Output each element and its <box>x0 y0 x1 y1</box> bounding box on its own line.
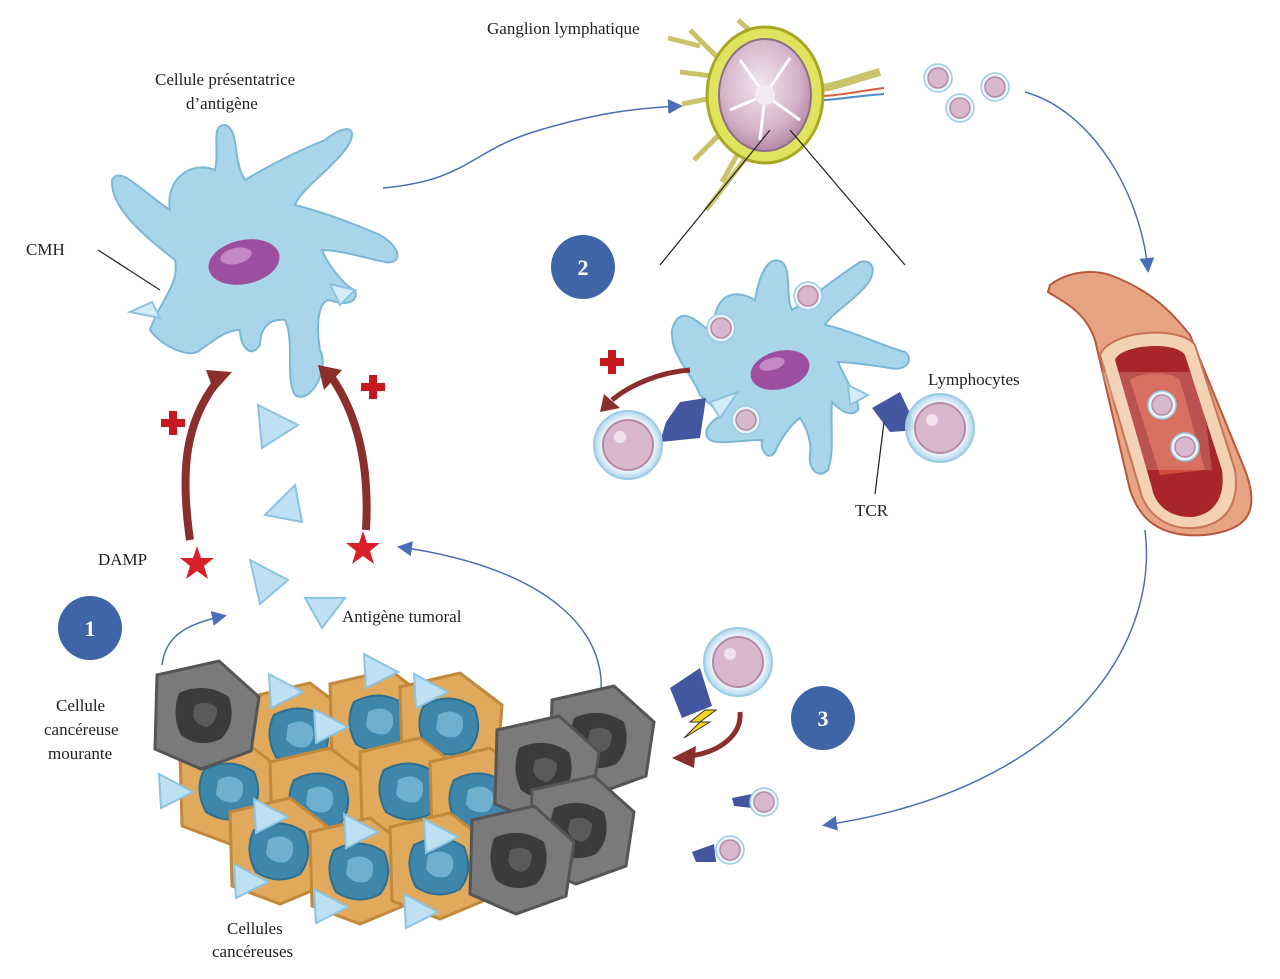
svg-text:3: 3 <box>818 706 829 731</box>
effector-lymphocyte <box>703 627 773 697</box>
damp-arrowhead-left <box>206 370 232 392</box>
apc-synapse <box>670 259 910 475</box>
step-3-badge: 3 <box>791 686 855 750</box>
kill-arrowhead <box>672 746 696 768</box>
vessel-to-tumor-arrow <box>822 529 1148 831</box>
plus-icon <box>600 350 624 374</box>
small-lymphocyte <box>715 835 745 865</box>
small-tcr-icon <box>732 794 752 808</box>
cmh-label: CMH <box>26 240 65 259</box>
apc-label-line2: d’antigène <box>186 94 258 113</box>
lymphocyte-left <box>593 410 663 480</box>
activation-arrow <box>610 367 691 402</box>
damp-arrowhead-right <box>318 365 342 390</box>
damp-star-icon <box>180 546 214 579</box>
svg-text:2: 2 <box>578 255 589 280</box>
lymphocytes-label: Lymphocytes <box>928 370 1020 389</box>
small-tcr-icon <box>692 844 716 862</box>
damp-star-icon <box>346 531 380 564</box>
tumor-mass <box>153 653 656 929</box>
tcr-receptor-left <box>660 398 706 442</box>
tcr-receptor-attack <box>670 668 712 718</box>
tumor-antigens <box>248 403 348 630</box>
apc-label-line1: Cellule présentatrice <box>155 70 295 89</box>
cmh-pointer <box>97 249 161 291</box>
small-lymphocyte <box>749 787 779 817</box>
plus-icon <box>161 411 185 435</box>
activation-arrowhead <box>600 394 620 412</box>
dying-cell-label-line2: cancéreuse <box>44 720 119 739</box>
step-1-badge: 1 <box>58 596 122 660</box>
kill-arrow <box>689 711 743 759</box>
node-to-vessel-arrow <box>1024 91 1155 273</box>
tumor-to-damp-arrow <box>397 541 602 701</box>
lymphocyte-right <box>905 393 975 463</box>
damp-label: DAMP <box>98 550 147 569</box>
blood-vessel <box>1046 271 1253 537</box>
apc-to-node-arrow <box>382 99 683 189</box>
cancer-cells-label-line1: Cellules <box>227 919 283 938</box>
plus-icon <box>361 375 385 399</box>
damp-arrow-left <box>181 375 224 541</box>
lymph-node <box>667 18 885 212</box>
lymph-node-label: Ganglion lymphatique <box>487 19 640 38</box>
dying-cell-label-line3: mourante <box>48 744 112 763</box>
lightning-icon <box>683 709 718 739</box>
svg-text:1: 1 <box>85 616 96 641</box>
step-2-badge: 2 <box>551 235 615 299</box>
circulating-lymphocytes <box>923 63 1010 123</box>
tumor-antigen-label: Antigène tumoral <box>342 607 462 626</box>
damp-arrow-right <box>326 372 371 531</box>
dying-cell-label-line1: Cellule <box>56 696 105 715</box>
antigen-presenting-cell <box>110 123 399 398</box>
tcr-pointer <box>874 421 885 495</box>
zoom-line-right <box>789 129 906 266</box>
cancer-cells-label-line2: cancéreuses <box>212 942 293 961</box>
tcr-label: TCR <box>855 501 889 520</box>
dying-to-antigen-arrow <box>161 611 227 666</box>
zoom-line-left <box>659 129 771 266</box>
